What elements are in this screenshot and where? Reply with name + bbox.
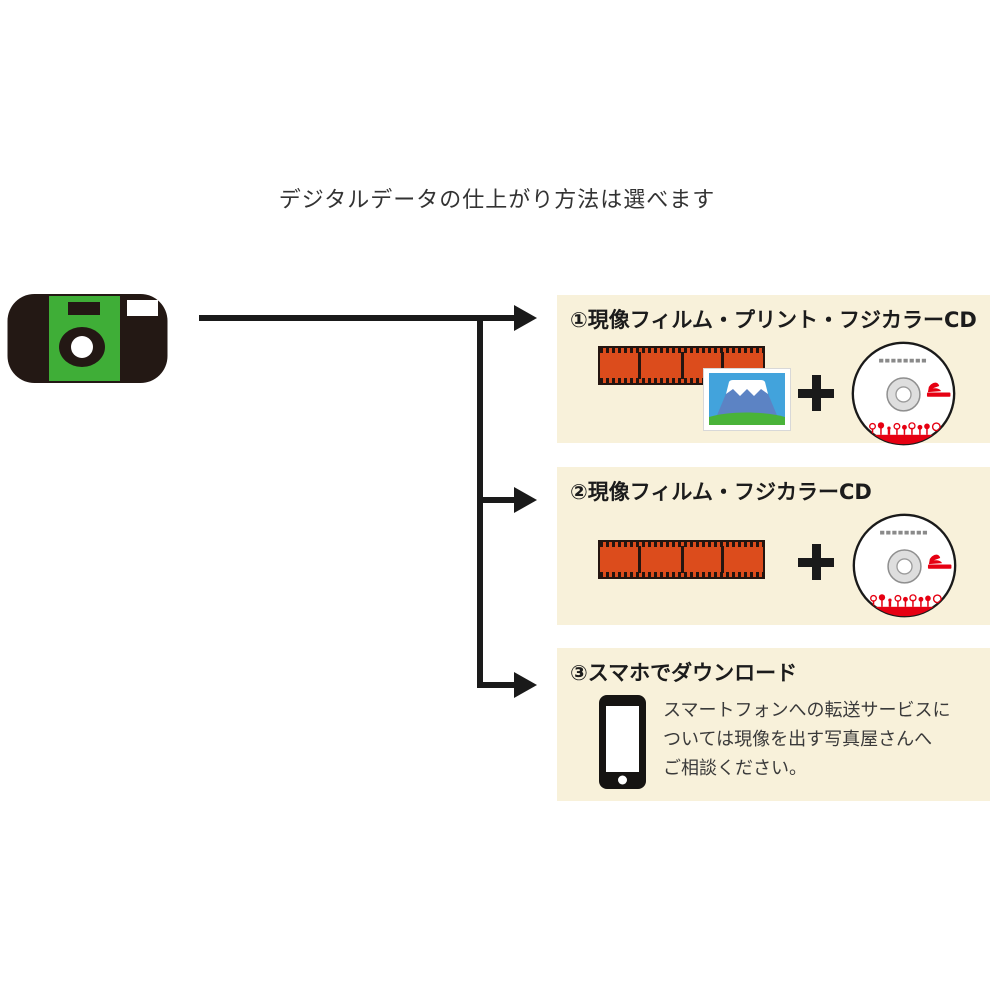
description-line: スマートフォンへの転送サービスに	[663, 700, 951, 721]
plus-icon	[798, 375, 834, 411]
arrow-line-branch-2	[479, 497, 519, 503]
description-line: ご相談ください。	[663, 758, 807, 779]
arrow-head-option-2	[514, 487, 537, 513]
description-line: ついては現像を出す写真屋さんへ	[663, 729, 933, 750]
option-panel-2: ②現像フィルム・フジカラーCD	[557, 467, 990, 625]
arrow-head-option-1	[514, 305, 537, 331]
option-panel-3: ③スマホでダウンロード スマートフォンへの転送サービスに ついては現像を出す写真…	[557, 648, 990, 801]
plus-icon	[798, 544, 834, 580]
film-strip-icon	[598, 346, 765, 385]
film-strip-icon	[598, 540, 765, 579]
arrow-head-option-3	[514, 672, 537, 698]
option-1-heading: ①現像フィルム・プリント・フジカラーCD	[570, 308, 977, 332]
disposable-camera-icon	[7, 294, 168, 383]
photo-print-icon	[703, 368, 791, 431]
arrow-line-main	[199, 315, 519, 321]
option-2-heading: ②現像フィルム・フジカラーCD	[570, 480, 872, 504]
smartphone-icon	[599, 695, 646, 789]
option-panel-1: ①現像フィルム・プリント・フジカラーCD	[557, 295, 990, 443]
fujicolor-cd-icon	[850, 340, 957, 447]
option-3-description: スマートフォンへの転送サービスに ついては現像を出す写真屋さんへ ご相談ください…	[663, 696, 983, 783]
page-title: デジタルデータの仕上がり方法は選べます	[278, 188, 716, 213]
arrow-line-branch-3	[479, 682, 519, 688]
fujicolor-cd-icon	[851, 512, 958, 619]
option-3-heading: ③スマホでダウンロード	[570, 661, 798, 685]
